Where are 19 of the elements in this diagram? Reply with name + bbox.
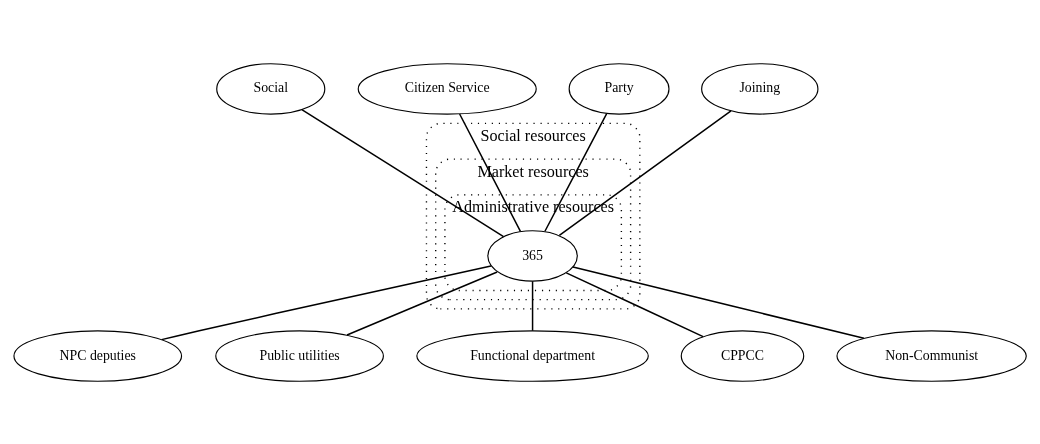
connector	[160, 264, 492, 340]
node-ellipse: CPPCC	[680, 329, 805, 382]
node-ellipse: NPC deputies	[13, 329, 183, 382]
connector	[558, 109, 732, 236]
node-ellipse: 365	[487, 229, 578, 282]
connector	[458, 112, 522, 232]
node-ellipse: Joining	[701, 62, 819, 115]
node-ellipse: Non-Communist	[836, 329, 1027, 382]
node-ellipse: Citizen Service	[357, 62, 537, 115]
node-ellipse: Functional department	[416, 329, 649, 382]
node-ellipse: Social	[216, 62, 326, 115]
connector	[565, 271, 704, 337]
connector	[346, 270, 498, 336]
node-ellipse: Party	[568, 62, 670, 115]
connector	[301, 108, 505, 237]
connector	[544, 112, 608, 232]
connector	[572, 265, 865, 339]
connector	[531, 280, 534, 331]
node-ellipse: Public utilities	[215, 329, 384, 382]
